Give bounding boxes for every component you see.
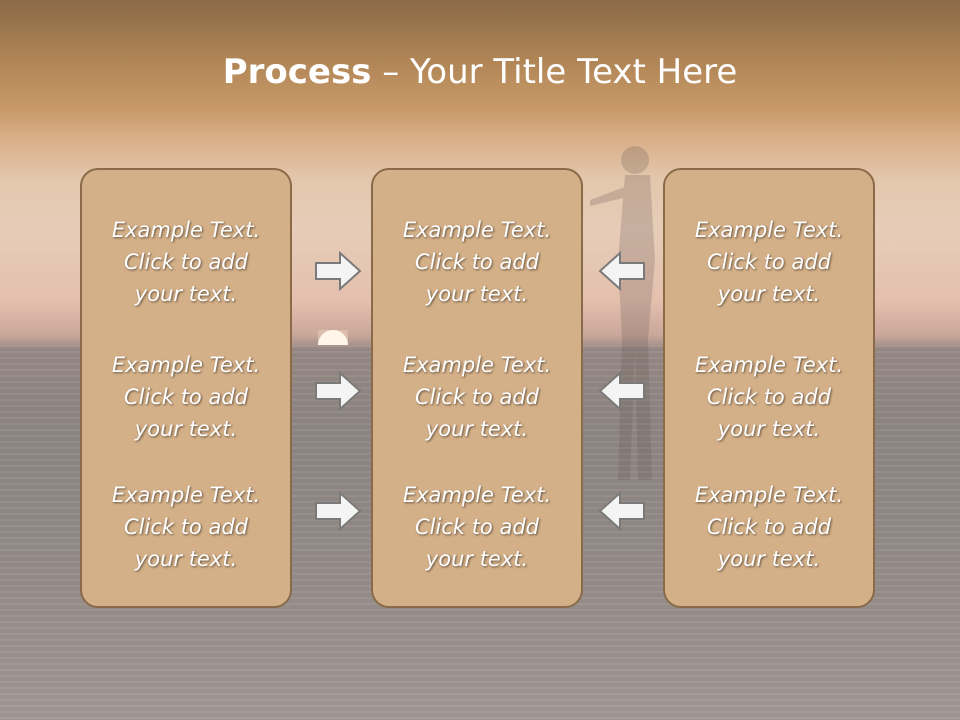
title-bold: Process	[222, 52, 372, 92]
placeholder-text[interactable]: Example Text. Click to add your text.	[694, 483, 844, 571]
placeholder-text[interactable]: Example Text. Click to add your text.	[402, 353, 552, 441]
placeholder-text[interactable]: Example Text. Click to add your text.	[402, 483, 552, 571]
person-silhouette	[590, 146, 655, 480]
placeholder-text[interactable]: Example Text. Click to add your text.	[694, 353, 844, 441]
left-arrow-icon	[598, 371, 645, 411]
right-arrow-icon	[315, 491, 362, 531]
process-box-middle: Example Text. Click to add your text. Ex…	[371, 168, 583, 608]
placeholder-text[interactable]: Example Text. Click to add your text.	[111, 483, 261, 571]
placeholder-text[interactable]: Example Text. Click to add your text.	[111, 353, 261, 441]
setting-sun	[318, 330, 348, 345]
placeholder-text[interactable]: Example Text. Click to add your text.	[694, 218, 844, 306]
left-arrow-icon	[598, 251, 645, 291]
title-rest: – Your Title Text Here	[371, 52, 738, 92]
placeholder-text[interactable]: Example Text. Click to add your text.	[111, 218, 261, 306]
left-arrow-icon	[598, 491, 645, 531]
process-box-right: Example Text. Click to add your text. Ex…	[663, 168, 875, 608]
right-arrow-icon	[315, 371, 362, 411]
process-box-left: Example Text. Click to add your text. Ex…	[80, 168, 292, 608]
right-arrow-icon	[315, 251, 362, 291]
placeholder-text[interactable]: Example Text. Click to add your text.	[402, 218, 552, 306]
slide-title[interactable]: Process – Your Title Text Here	[0, 52, 960, 92]
